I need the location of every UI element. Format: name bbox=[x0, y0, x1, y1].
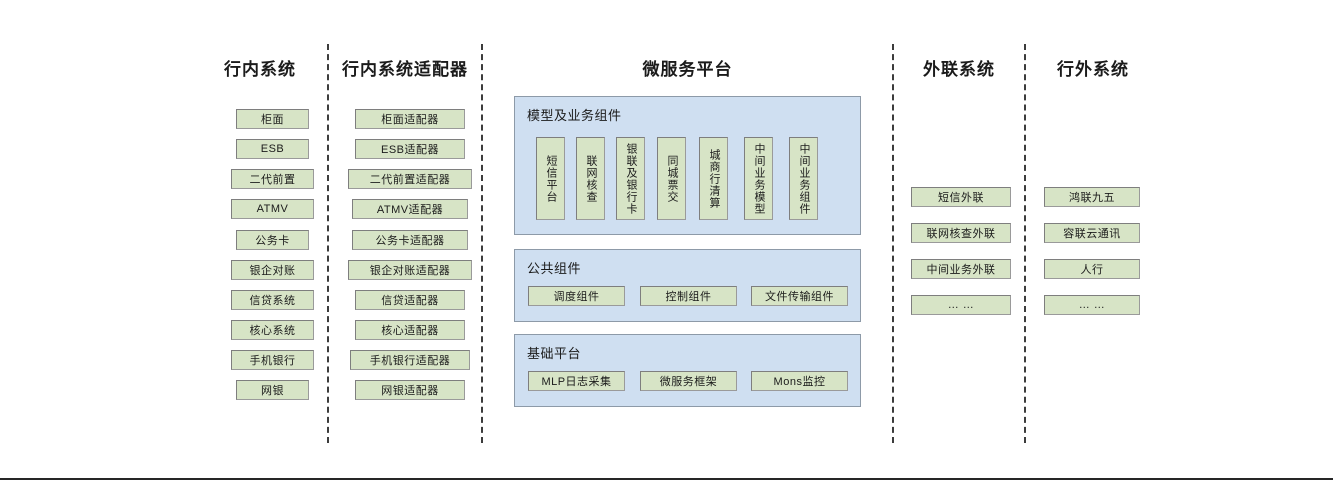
vnode-label: 同城票交 bbox=[666, 154, 678, 203]
node-in-bank-system[interactable]: 核心系统 bbox=[231, 320, 314, 340]
node-in-bank-system[interactable]: 柜面 bbox=[236, 109, 309, 129]
vnode-label: 城商行清算 bbox=[708, 148, 720, 209]
panel-title-base-platform: 基础平台 bbox=[527, 346, 582, 361]
node-in-bank-system[interactable]: ATMV bbox=[231, 199, 314, 219]
panel-public-components: 公共组件 bbox=[514, 249, 861, 322]
node-in-bank-adapter[interactable]: 二代前置适配器 bbox=[348, 169, 472, 189]
vnode-label: 中间业务模型 bbox=[753, 142, 765, 215]
column-header-external-link-systems: 外联系统 bbox=[923, 60, 995, 79]
vnode-label: 银联及银行卡 bbox=[625, 142, 637, 215]
vnode-model-component[interactable]: 城商行清算 bbox=[699, 137, 728, 220]
node-public-component[interactable]: 调度组件 bbox=[528, 286, 625, 306]
vnode-label: 中间业务组件 bbox=[798, 142, 810, 215]
vnode-label: 联网核查 bbox=[585, 154, 597, 203]
vnode-model-component[interactable]: 同城票交 bbox=[657, 137, 686, 220]
column-header-microservice-platform: 微服务平台 bbox=[642, 60, 733, 79]
column-header-in-bank-systems: 行内系统 bbox=[224, 60, 296, 79]
node-in-bank-adapter[interactable]: 网银适配器 bbox=[355, 380, 465, 400]
panel-title-model-and-business-components: 模型及业务组件 bbox=[527, 108, 622, 123]
node-in-bank-adapter[interactable]: 手机银行适配器 bbox=[350, 350, 470, 370]
node-base-platform-component[interactable]: Mons监控 bbox=[751, 371, 848, 391]
node-external-link-system[interactable]: 联网核查外联 bbox=[911, 223, 1011, 243]
column-divider-4 bbox=[1024, 44, 1026, 443]
column-divider-3 bbox=[892, 44, 894, 443]
node-in-bank-adapter[interactable]: 信贷适配器 bbox=[355, 290, 465, 310]
vnode-model-component[interactable]: 短信平台 bbox=[536, 137, 565, 220]
node-in-bank-system[interactable]: 信贷系统 bbox=[231, 290, 314, 310]
panel-base-platform: 基础平台 bbox=[514, 334, 861, 407]
bottom-rule bbox=[0, 478, 1333, 480]
node-in-bank-system[interactable]: 公务卡 bbox=[236, 230, 309, 250]
node-out-of-bank-system[interactable]: 人行 bbox=[1044, 259, 1140, 279]
node-out-of-bank-system[interactable]: 鸿联九五 bbox=[1044, 187, 1140, 207]
node-in-bank-system[interactable]: 二代前置 bbox=[231, 169, 314, 189]
panel-title-public-components: 公共组件 bbox=[527, 261, 582, 276]
node-external-link-system[interactable]: 中间业务外联 bbox=[911, 259, 1011, 279]
vnode-model-component[interactable]: 银联及银行卡 bbox=[616, 137, 645, 220]
node-in-bank-system[interactable]: 手机银行 bbox=[231, 350, 314, 370]
column-header-in-bank-adapters: 行内系统适配器 bbox=[342, 60, 468, 79]
node-public-component[interactable]: 控制组件 bbox=[640, 286, 737, 306]
column-header-out-of-bank-systems: 行外系统 bbox=[1057, 60, 1129, 79]
node-out-of-bank-system[interactable]: … … bbox=[1044, 295, 1140, 315]
column-divider-1 bbox=[327, 44, 329, 443]
node-in-bank-adapter[interactable]: 公务卡适配器 bbox=[352, 230, 468, 250]
node-base-platform-component[interactable]: 微服务框架 bbox=[640, 371, 737, 391]
node-base-platform-component[interactable]: MLP日志采集 bbox=[528, 371, 625, 391]
node-public-component[interactable]: 文件传输组件 bbox=[751, 286, 848, 306]
vnode-model-component[interactable]: 联网核查 bbox=[576, 137, 605, 220]
column-divider-2 bbox=[481, 44, 483, 443]
node-in-bank-adapter[interactable]: 银企对账适配器 bbox=[348, 260, 472, 280]
vnode-model-component[interactable]: 中间业务模型 bbox=[744, 137, 773, 220]
node-external-link-system[interactable]: 短信外联 bbox=[911, 187, 1011, 207]
node-in-bank-adapter[interactable]: ATMV适配器 bbox=[352, 199, 468, 219]
node-in-bank-adapter[interactable]: 核心适配器 bbox=[355, 320, 465, 340]
node-in-bank-system[interactable]: 网银 bbox=[236, 380, 309, 400]
vnode-model-component[interactable]: 中间业务组件 bbox=[789, 137, 818, 220]
node-in-bank-adapter[interactable]: ESB适配器 bbox=[355, 139, 465, 159]
node-external-link-system[interactable]: … … bbox=[911, 295, 1011, 315]
node-in-bank-system[interactable]: ESB bbox=[236, 139, 309, 159]
vnode-label: 短信平台 bbox=[545, 154, 557, 203]
node-out-of-bank-system[interactable]: 容联云通讯 bbox=[1044, 223, 1140, 243]
node-in-bank-adapter[interactable]: 柜面适配器 bbox=[355, 109, 465, 129]
node-in-bank-system[interactable]: 银企对账 bbox=[231, 260, 314, 280]
